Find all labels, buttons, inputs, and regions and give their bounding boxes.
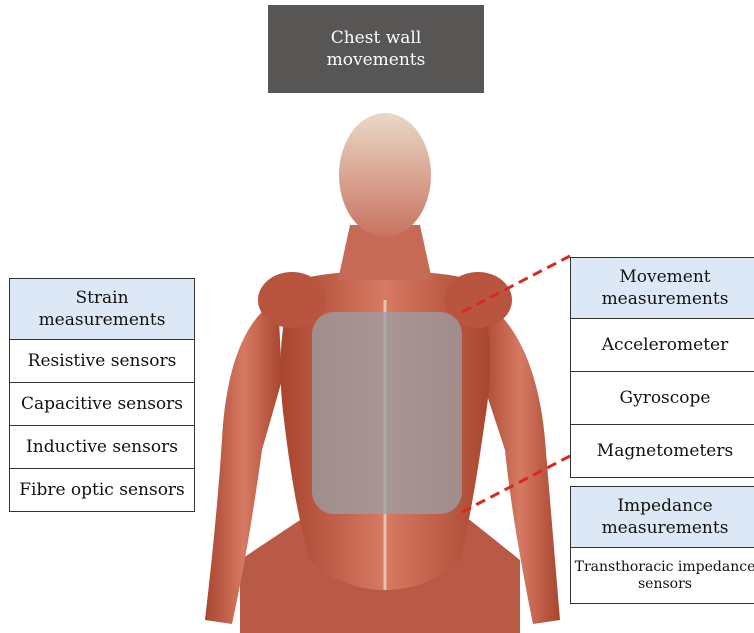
impedance-header-line-1: Impedance bbox=[617, 495, 712, 517]
impedance-item-line-1: Transthoracic impedance bbox=[575, 559, 754, 576]
movement-header: Movement measurements bbox=[571, 258, 754, 319]
strain-header-line-1: Strain bbox=[75, 287, 128, 309]
impedance-header: Impedance measurements bbox=[571, 487, 754, 548]
movement-header-line-2: measurements bbox=[602, 288, 729, 310]
strain-item-resistive: Resistive sensors bbox=[10, 340, 194, 383]
title-line-2: movements bbox=[327, 49, 426, 71]
strain-item-fibre-optic: Fibre optic sensors bbox=[10, 469, 194, 511]
movement-measurements-panel: Movement measurements Accelerometer Gyro… bbox=[570, 257, 754, 478]
movement-item-gyroscope: Gyroscope bbox=[571, 372, 754, 425]
strain-item-inductive: Inductive sensors bbox=[10, 426, 194, 469]
movement-item-magnetometers: Magnetometers bbox=[571, 425, 754, 477]
strain-measurements-panel: Strain measurements Resistive sensors Ca… bbox=[9, 278, 195, 512]
impedance-item-line-2: sensors bbox=[638, 576, 692, 593]
movement-item-accelerometer: Accelerometer bbox=[571, 319, 754, 372]
chest-region-overlay bbox=[312, 312, 462, 514]
title-line-1: Chest wall bbox=[331, 27, 422, 49]
title-box: Chest wall movements bbox=[268, 5, 484, 93]
impedance-header-line-2: measurements bbox=[602, 517, 729, 539]
impedance-item-transthoracic: Transthoracic impedance sensors bbox=[571, 548, 754, 603]
impedance-measurements-panel: Impedance measurements Transthoracic imp… bbox=[570, 486, 754, 604]
strain-header-line-2: measurements bbox=[39, 309, 166, 331]
strain-item-capacitive: Capacitive sensors bbox=[10, 383, 194, 426]
strain-header: Strain measurements bbox=[10, 279, 194, 340]
movement-header-line-1: Movement bbox=[619, 266, 710, 288]
